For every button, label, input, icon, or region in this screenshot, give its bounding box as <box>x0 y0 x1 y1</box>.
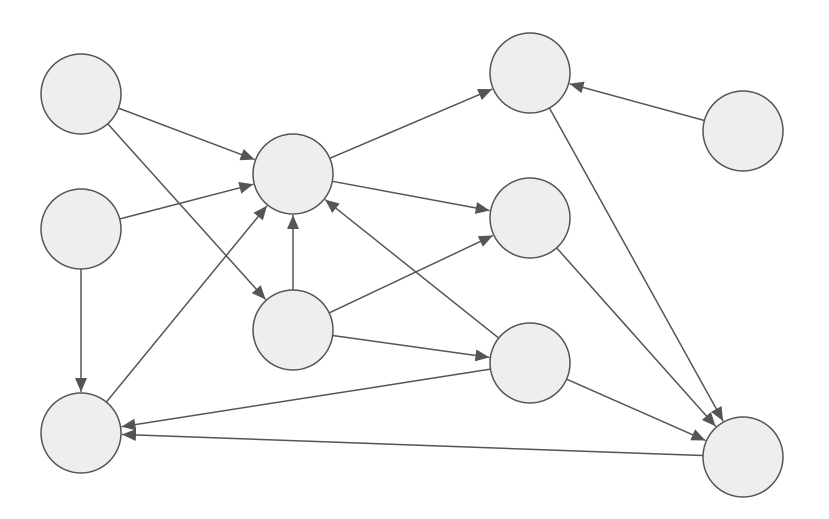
node-n9 <box>702 90 784 172</box>
edge-n4-to-n6 <box>329 88 493 160</box>
node-n7 <box>489 177 571 259</box>
node-n8 <box>489 322 571 404</box>
nodes-layer <box>40 32 784 498</box>
edge-n10-to-n3 <box>121 428 704 457</box>
edge-n3-to-n4 <box>105 205 268 403</box>
edges-layer <box>75 81 724 457</box>
node-n2 <box>40 188 122 270</box>
edge-n9-to-n6 <box>569 81 705 122</box>
edge-n1-to-n4 <box>118 107 255 161</box>
edge-n7-to-n10 <box>556 247 717 427</box>
edge-n8-to-n3 <box>121 368 491 431</box>
node-n10 <box>702 416 784 498</box>
edge-n2-to-n4 <box>119 182 254 220</box>
edge-n5-to-n7 <box>328 234 494 314</box>
node-n4 <box>252 133 334 215</box>
edge-n1-to-n5 <box>107 123 267 301</box>
edge-n6-to-n10 <box>548 107 724 422</box>
edge-n8-to-n10 <box>566 378 706 442</box>
node-n1 <box>40 53 122 135</box>
node-n5 <box>252 289 334 371</box>
edge-n5-to-n8 <box>332 334 490 362</box>
edge-n4-to-n7 <box>332 180 490 214</box>
node-n6 <box>489 32 571 114</box>
edge-n8-to-n4 <box>324 198 500 339</box>
node-n3 <box>40 392 122 474</box>
